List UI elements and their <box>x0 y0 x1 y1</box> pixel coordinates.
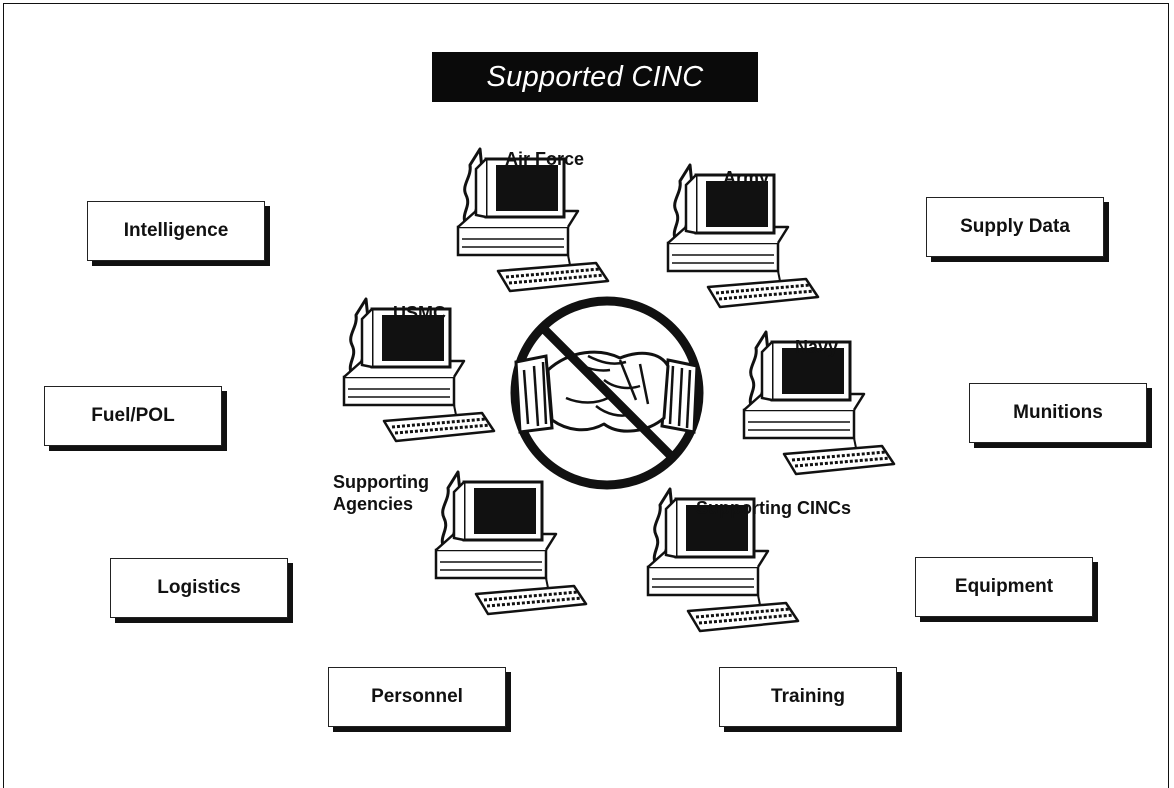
category-box-logistics: Logistics <box>110 558 288 618</box>
no-handshake-icon <box>510 296 704 490</box>
station-label-supporting-cincs: Supporting CINCs <box>696 498 851 518</box>
category-box-intelligence: Intelligence <box>87 201 265 261</box>
station-label-usmc: USMC <box>393 303 446 323</box>
category-box-personnel: Personnel <box>328 667 506 727</box>
station-label-supporting-agencies: Supporting Agencies <box>333 472 429 514</box>
category-box-supply-data: Supply Data <box>926 197 1104 257</box>
category-box-training: Training <box>719 667 897 727</box>
computer-icon-supporting-agencies <box>434 470 588 616</box>
category-box-equipment: Equipment <box>915 557 1093 617</box>
computer-icon-air-force <box>456 147 610 293</box>
title-banner: Supported CINC <box>432 52 758 102</box>
category-box-fuel-pol: Fuel/POL <box>44 386 222 446</box>
station-label-air-force: Air Force <box>505 149 585 169</box>
diagram-frame <box>3 3 1169 788</box>
station-label-navy: Navy <box>795 337 839 357</box>
station-label-army: Army <box>723 168 770 188</box>
category-box-munitions: Munitions <box>969 383 1147 443</box>
